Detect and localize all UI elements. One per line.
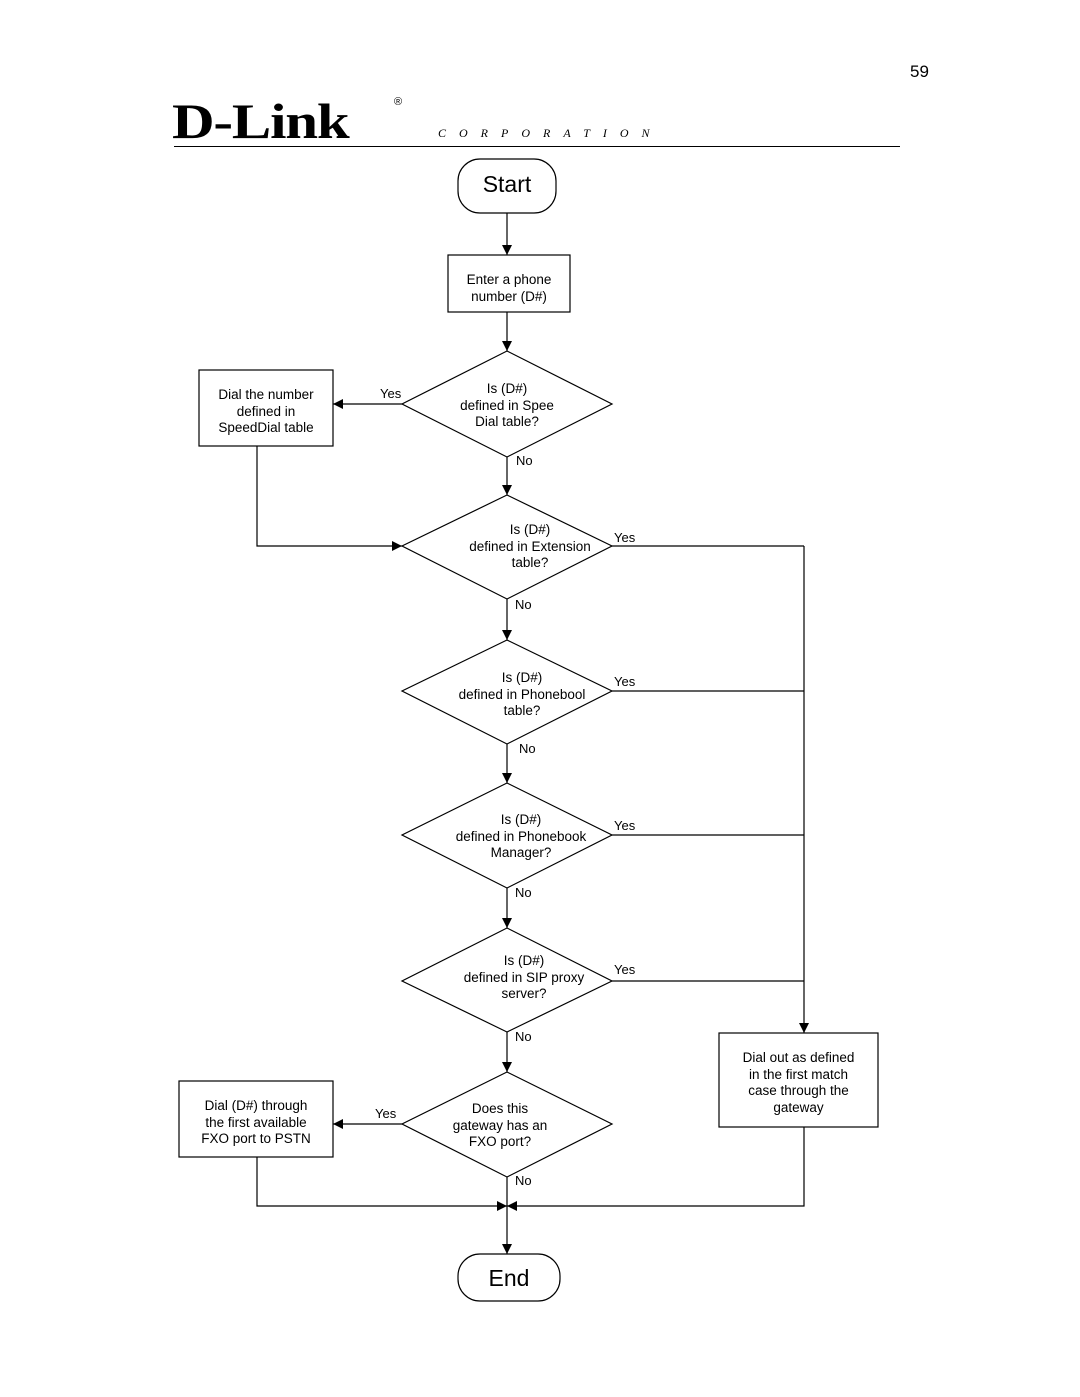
yes-label-sip: Yes [614, 962, 636, 977]
end-label: End [488, 1265, 530, 1291]
decision-fxo-text: Does this gateway has an FXO port? [452, 1101, 548, 1149]
decision-sip-text: Is (D#) defined in SIP proxy server? [463, 953, 585, 1001]
dialout-text: Dial out as defined in the first match c… [742, 1050, 855, 1115]
yes-label-pb-manager: Yes [614, 818, 636, 833]
no-label-speeddial: No [516, 453, 533, 468]
fxo-dial-text: Dial (D#) through the first available FX… [201, 1098, 311, 1146]
yes-label-phonebook: Yes [614, 674, 636, 689]
speeddial-text: Dial the number defined in SpeedDial tab… [218, 387, 314, 435]
yes-label-speeddial: Yes [380, 386, 402, 401]
logo-registered-mark: ® [394, 96, 403, 108]
no-label-pb-manager: No [515, 885, 532, 900]
decision-pb-manager-text: Is (D#) defined in Phonebook Manager? [455, 812, 587, 860]
header-rule [174, 146, 900, 147]
arrow-dialout-merge [507, 1127, 805, 1211]
arrow-speeddial-to-d2 [256, 446, 402, 551]
logo-wordmark: D-Link [172, 93, 350, 149]
start-label: Start [482, 171, 532, 197]
no-label-sip: No [515, 1029, 532, 1044]
no-label-fxo: No [515, 1173, 532, 1188]
decision-extension-text: Is (D#) defined in Extension table? [469, 522, 591, 570]
decision-speeddial-text: Is (D#) defined in Spee Dial table? [460, 381, 554, 429]
yes-label-fxo: Yes [375, 1106, 397, 1121]
no-label-phonebook: No [519, 741, 536, 756]
enter-number-box [447, 254, 571, 313]
dialout-box [718, 1032, 879, 1128]
enter-number-text: Enter a phone number (D#) [466, 272, 552, 304]
page-number: 59 [910, 62, 929, 81]
no-label-extension: No [515, 597, 532, 612]
decision-phonebook-text: Is (D#) defined in Phonebool table? [458, 670, 586, 718]
arrow-fxo-merge [256, 1157, 507, 1211]
yes-label-extension: Yes [614, 530, 636, 545]
end-terminal [457, 1253, 561, 1302]
logo-corporation: CORPORATION [438, 126, 663, 140]
